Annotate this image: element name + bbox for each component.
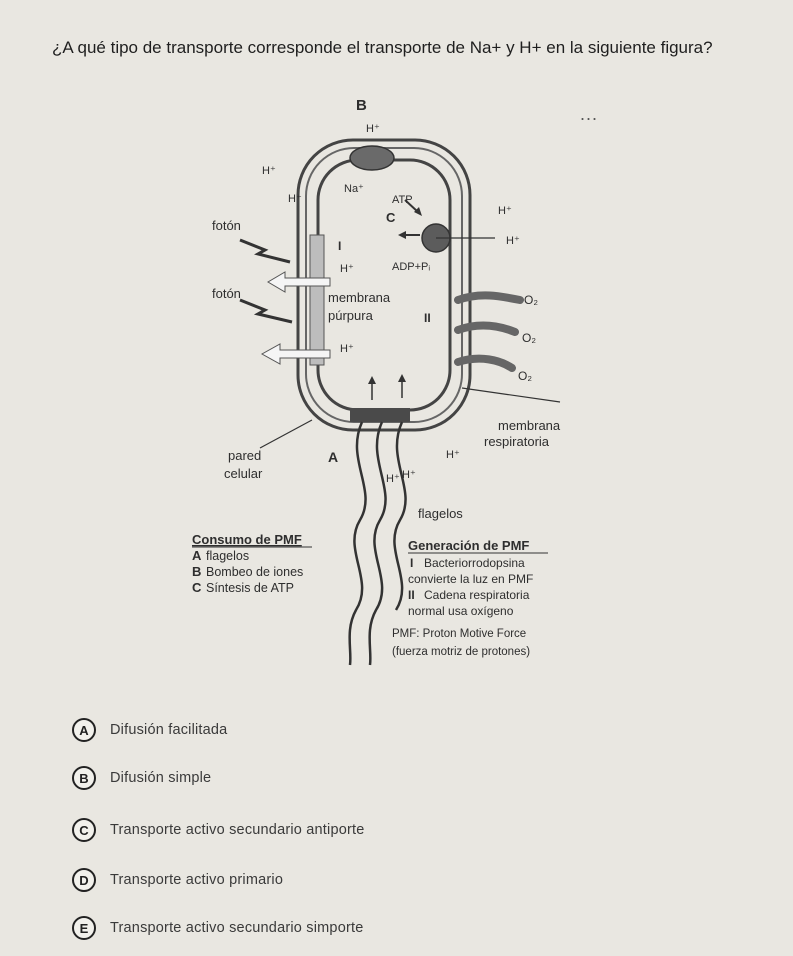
option-a[interactable]: A Difusión facilitada [72,718,227,742]
atp-arrow-head [414,207,422,216]
option-b-badge: B [72,766,96,790]
label-c: C [386,210,396,225]
proton-arrow-2 [260,343,331,365]
c-arrow-head [398,231,406,239]
pmf-line-1: PMF: Proton Motive Force [392,628,526,640]
label-foton-1: fotón [212,218,241,233]
label-h-9: H⁺ [402,469,416,481]
flagellum-3 [393,421,407,611]
photon-zigzag-2 [239,298,293,324]
label-membrana-purpura-2: púrpura [328,308,374,323]
label-o2-2: O₂ [522,331,536,345]
generacion-title: Generación de PMF [408,538,529,553]
option-e[interactable]: E Transporte activo secundario simporte [72,916,363,940]
photon-zigzag-1 [239,238,291,264]
consumo-a-letter: A [192,548,202,563]
option-d[interactable]: D Transporte activo primario [72,868,283,892]
consumo-c-text: Síntesis de ATP [206,581,294,595]
consumo-a-text: flagelos [206,549,249,563]
label-membrana-resp-2: respiratoria [484,434,550,449]
label-membrana-purpura-1: membrana [328,290,391,305]
label-h-4: H⁺ [506,235,520,247]
generacion-i-text2: convierte la luz en PMF [408,572,533,586]
label-adp: ADP+Pᵢ [392,261,430,273]
option-c-badge: C [72,818,96,842]
pmf-line-2: (fuerza motriz de protones) [392,646,530,658]
option-e-badge: E [72,916,96,940]
flagellar-motor [350,408,410,422]
label-na: Na⁺ [344,183,364,195]
generacion-i-letter: I [410,556,413,570]
label-h-8: H⁺ [386,473,400,485]
label-h-top: H⁺ [366,123,380,135]
label-o2-3: O₂ [518,369,532,383]
label-membrana-resp-1: membrana [498,418,561,433]
option-a-badge: A [72,718,96,742]
label-b-top: B [356,97,367,114]
label-pared-2: celular [224,466,263,481]
flagellum-1 [348,421,367,666]
motor-arrow-2-head [398,374,406,382]
membrana-pointer [461,387,561,403]
label-flagelos: flagelos [418,506,463,521]
label-h-1: H⁺ [262,165,276,177]
label-h-2: H⁺ [288,193,302,205]
cell-diagram: B H⁺ H⁺ H⁺ Na⁺ ATP C H⁺ H⁺ fotón fotón I… [192,97,561,666]
label-h-7: H⁺ [446,449,460,461]
respiratory-tube-1 [454,291,524,304]
label-foton-2: fotón [212,286,241,301]
label-h-3: H⁺ [498,205,512,217]
label-o2-1: O₂ [524,293,538,307]
generacion-i-text: Bacteriorrodopsina [424,556,525,570]
cell-membrane-inner [316,158,452,412]
option-b[interactable]: B Difusión simple [72,766,211,790]
purple-membrane-patch [309,234,325,366]
option-a-text: Difusión facilitada [110,722,228,738]
pared-pointer [259,419,313,449]
na-h-antiporter [349,145,395,171]
generacion-ii-text2: normal usa oxígeno [408,604,514,618]
label-roman-1: I [338,239,341,253]
generacion-ii-text: Cadena respiratoria [424,588,530,602]
flagellum-2 [368,421,387,666]
option-c[interactable]: C Transporte activo secundario antiporte [72,818,365,842]
option-d-text: Transporte activo primario [110,872,284,888]
consumo-title: Consumo de PMF [192,532,302,547]
label-atp: ATP [392,194,413,206]
atp-arrow [404,199,419,213]
label-a: A [328,449,338,465]
option-b-text: Difusión simple [110,770,212,786]
motor-arrow-1-head [368,376,376,384]
option-c-text: Transporte activo secundario antiporte [110,822,365,838]
more-options-icon[interactable]: ... [580,104,599,124]
consumo-b-letter: B [192,564,201,579]
option-d-badge: D [72,868,96,892]
option-e-text: Transporte activo secundario simporte [110,920,364,936]
generacion-ii-letter: II [408,588,415,602]
consumo-c-letter: C [192,580,202,595]
label-pared-1: pared [228,448,261,463]
label-h-6: H⁺ [340,343,354,355]
respiratory-tube-3 [454,354,516,372]
respiratory-tube-2 [454,321,519,336]
question-text: ¿A qué tipo de transporte corresponde el… [52,38,713,57]
consumo-b-text: Bombeo de iones [206,565,303,579]
label-h-5: H⁺ [340,263,354,275]
label-roman-2: II [424,311,431,325]
proton-arrow-1 [267,271,331,293]
